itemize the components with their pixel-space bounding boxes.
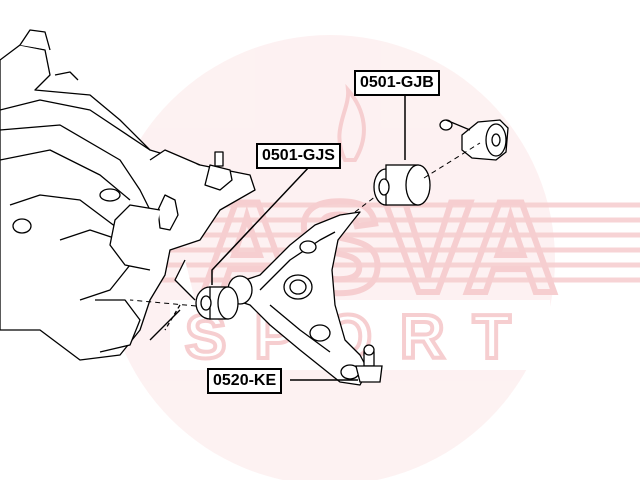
bushing-front bbox=[195, 286, 239, 320]
leader-lines bbox=[211, 96, 406, 381]
part-label-0520-ke: 0520-KE bbox=[207, 368, 283, 394]
bushing-rear bbox=[373, 164, 431, 206]
bushing-bracket bbox=[439, 119, 509, 161]
assembly-lines bbox=[129, 142, 481, 307]
part-label-0501-gjs: 0501-GJS bbox=[256, 143, 341, 169]
ball-joint bbox=[355, 344, 383, 383]
subframe bbox=[0, 29, 256, 361]
lower-control-arm bbox=[227, 211, 369, 386]
part-label-0501-gjb: 0501-GJB bbox=[354, 70, 440, 96]
